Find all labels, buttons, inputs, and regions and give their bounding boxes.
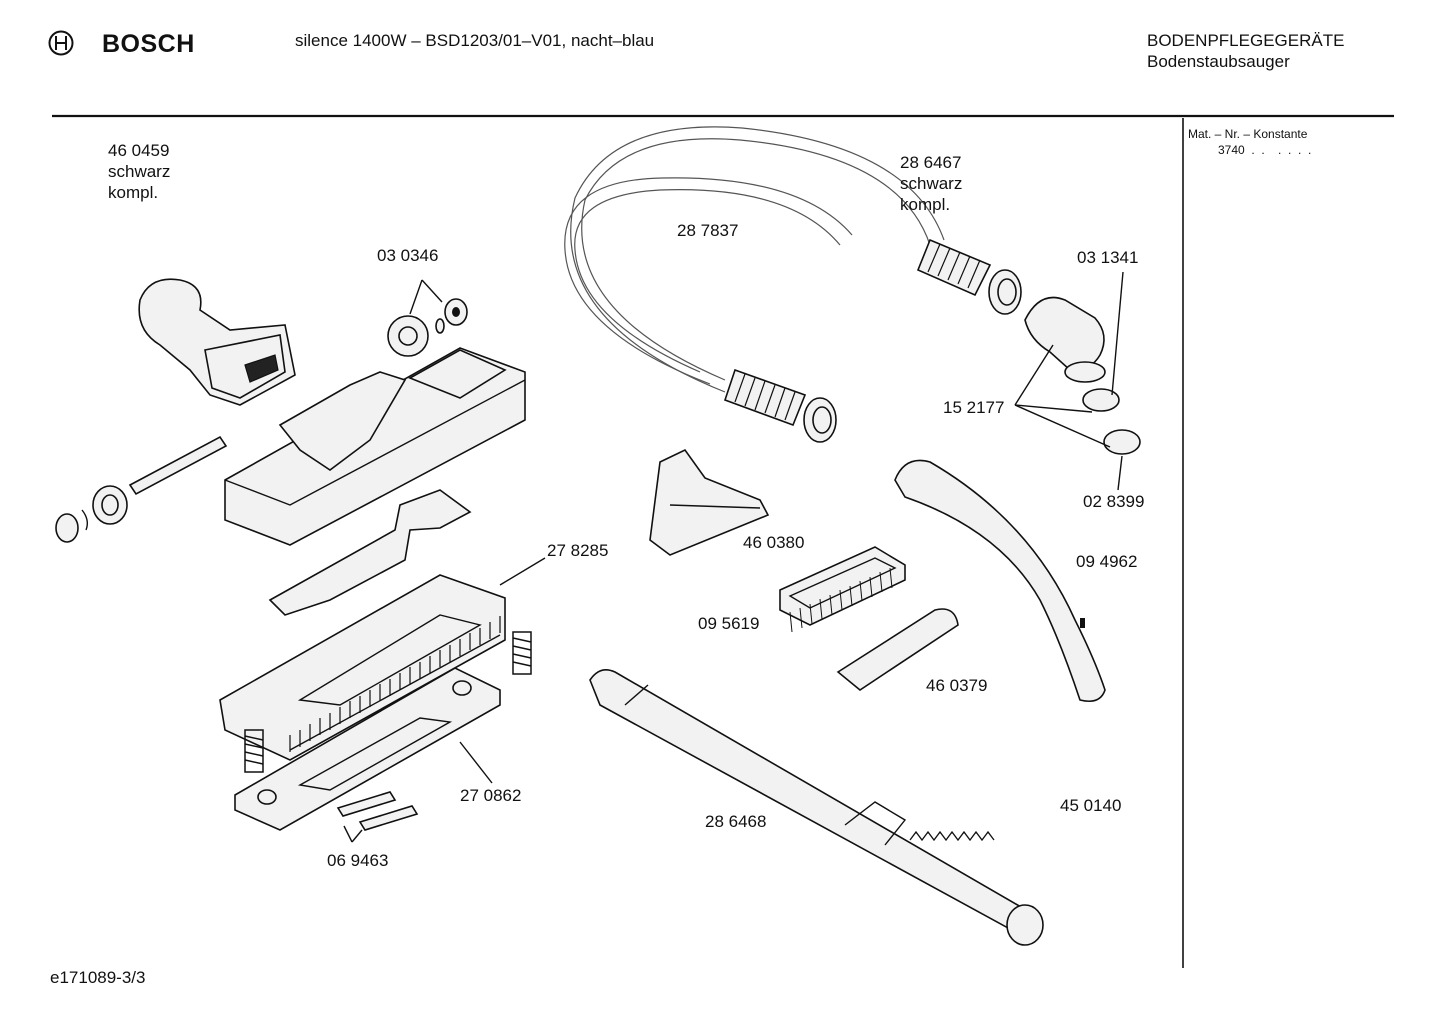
bosch-logo-icon	[48, 30, 74, 56]
part-label-286468: 28 6468	[705, 812, 767, 831]
upholstery-nozzle	[649, 448, 770, 556]
part-label-286467: 28 6467 schwarz kompl.	[900, 153, 963, 214]
part-label-094962: 09 4962	[1076, 552, 1138, 571]
category-title: BODENPFLEGEGERÄTE	[1147, 31, 1345, 50]
model-title: silence 1400W – BSD1203/01–V01, nacht–bl…	[295, 31, 655, 50]
part-label-270862: 27 0862	[460, 786, 522, 805]
part-label-460379: 46 0379	[926, 676, 988, 695]
pedal-frame	[219, 489, 546, 761]
crevice-tool	[836, 608, 959, 691]
part-label-069463: 06 9463	[327, 851, 389, 870]
subcategory-title: Bodenstaubsauger	[1147, 52, 1290, 71]
elbow-and-clips	[1014, 271, 1141, 491]
suction-hose	[564, 126, 1022, 443]
brand-name: BOSCH	[102, 30, 195, 58]
part-label-152177: 15 2177	[943, 398, 1005, 417]
part-label-028399: 02 8399	[1083, 492, 1145, 511]
dusting-brush	[779, 546, 906, 633]
part-label-031341: 03 1341	[1077, 248, 1139, 267]
part-label-460380: 46 0380	[743, 533, 805, 552]
part-label-287837: 28 7837	[677, 221, 739, 240]
springs	[244, 631, 532, 773]
roller-set	[387, 279, 468, 357]
material-number-title: Mat. – Nr. – Konstante	[1188, 127, 1308, 141]
telescopic-tube	[589, 669, 1044, 946]
base-plate	[234, 667, 501, 831]
part-label-278285: 27 8285	[547, 541, 609, 560]
felt-strips	[336, 791, 419, 843]
part-label-030346: 03 0346	[377, 246, 439, 265]
handle-bend	[894, 459, 1106, 703]
floor-nozzle-body	[224, 347, 526, 546]
axle-and-wheel	[55, 435, 228, 543]
material-number-value: 3740 . . . . . .	[1218, 143, 1312, 157]
part-label-095619: 09 5619	[698, 614, 760, 633]
floor-nozzle-neck	[138, 278, 296, 406]
part-label-460459: 46 0459 schwarz kompl.	[108, 141, 171, 202]
part-label-450140: 45 0140	[1060, 796, 1122, 815]
drawing-code: e171089-3/3	[50, 968, 146, 987]
